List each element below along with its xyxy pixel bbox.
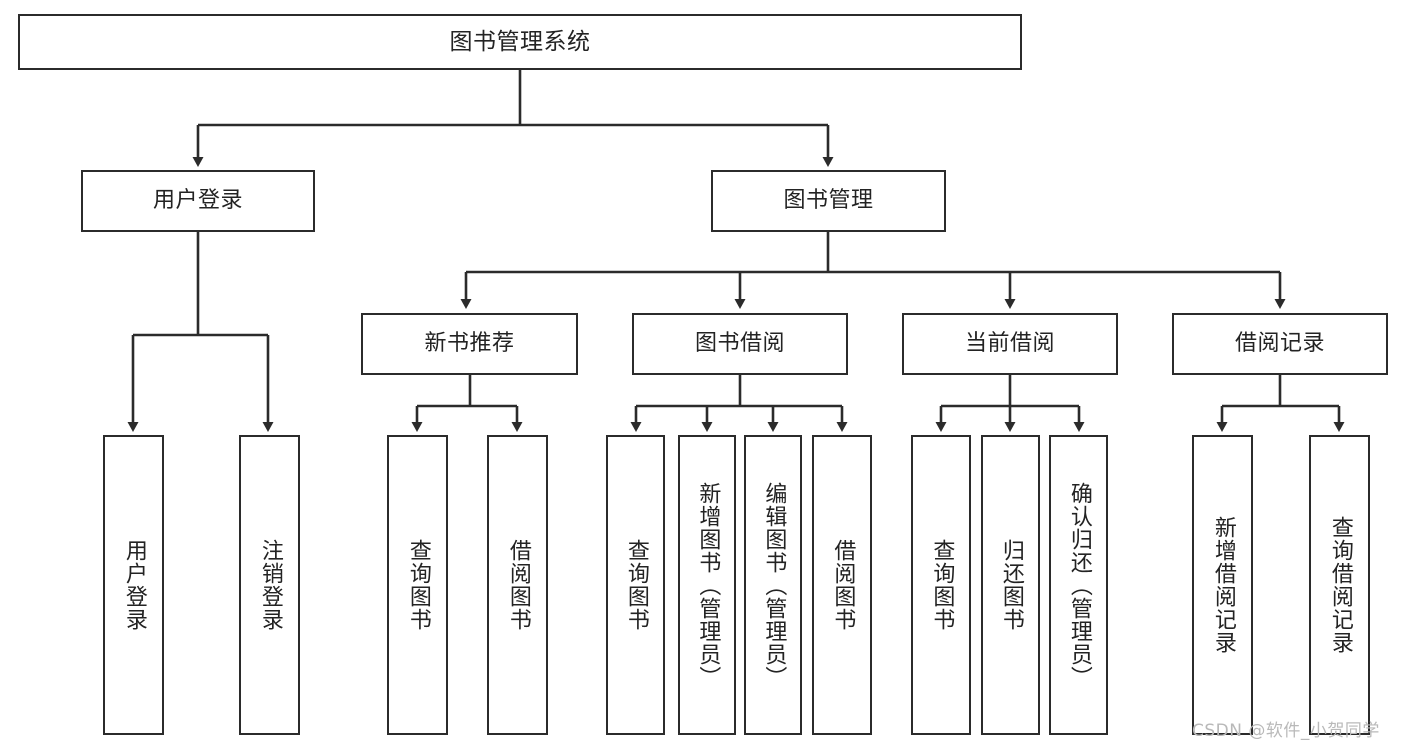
node-leaf-query-book-2-label: 查询图书 (623, 539, 649, 631)
node-book-manage-label: 图书管理 (783, 188, 874, 214)
node-user-login-label: 用户登录 (152, 188, 243, 214)
node-user-login[interactable]: 用户登录 (81, 170, 315, 232)
node-new-book-recommend-label: 新书推荐 (424, 331, 515, 357)
node-leaf-borrow-book-2-label: 借阅图书 (830, 539, 856, 631)
node-leaf-return-book-label: 归还图书 (998, 539, 1024, 631)
node-book-borrow-label: 图书借阅 (694, 331, 785, 357)
node-leaf-query-book-1[interactable]: 查询图书 (387, 435, 448, 735)
node-current-borrow-label: 当前借阅 (964, 331, 1055, 357)
node-leaf-borrow-book-2[interactable]: 借阅图书 (812, 435, 872, 735)
node-leaf-query-book-3[interactable]: 查询图书 (911, 435, 971, 735)
node-leaf-query-book-2[interactable]: 查询图书 (606, 435, 665, 735)
node-leaf-confirm-return-label: 确认归还（管理员） (1066, 481, 1092, 689)
node-leaf-add-record[interactable]: 新增借阅记录 (1192, 435, 1253, 735)
node-borrow-record[interactable]: 借阅记录 (1172, 313, 1388, 375)
node-leaf-query-record-label: 查询借阅记录 (1327, 516, 1353, 654)
node-root[interactable]: 图书管理系统 (18, 14, 1022, 70)
node-leaf-user-login[interactable]: 用户登录 (103, 435, 164, 735)
node-leaf-query-book-1-label: 查询图书 (405, 539, 431, 631)
node-new-book-recommend[interactable]: 新书推荐 (361, 313, 578, 375)
node-leaf-edit-book-label: 编辑图书（管理员） (761, 481, 787, 689)
node-leaf-confirm-return[interactable]: 确认归还（管理员） (1049, 435, 1108, 735)
csdn-watermark: CSDN @软件_小贺同学 (1192, 721, 1380, 741)
node-leaf-add-record-label: 新增借阅记录 (1210, 516, 1236, 654)
node-book-borrow[interactable]: 图书借阅 (632, 313, 848, 375)
node-leaf-logout-login-label: 注销登录 (257, 539, 283, 631)
node-leaf-query-book-3-label: 查询图书 (929, 539, 955, 631)
node-borrow-record-label: 借阅记录 (1234, 331, 1325, 357)
node-leaf-user-login-label: 用户登录 (121, 539, 147, 631)
node-root-label: 图书管理系统 (449, 28, 591, 55)
node-leaf-borrow-book-1-label: 借阅图书 (505, 539, 531, 631)
node-current-borrow[interactable]: 当前借阅 (902, 313, 1118, 375)
node-leaf-borrow-book-1[interactable]: 借阅图书 (487, 435, 548, 735)
node-leaf-return-book[interactable]: 归还图书 (981, 435, 1040, 735)
node-leaf-edit-book[interactable]: 编辑图书（管理员） (744, 435, 802, 735)
node-leaf-logout-login[interactable]: 注销登录 (239, 435, 300, 735)
node-leaf-add-book-label: 新增图书（管理员） (695, 481, 721, 689)
node-book-manage[interactable]: 图书管理 (711, 170, 946, 232)
node-leaf-add-book[interactable]: 新增图书（管理员） (678, 435, 736, 735)
node-leaf-query-record[interactable]: 查询借阅记录 (1309, 435, 1370, 735)
